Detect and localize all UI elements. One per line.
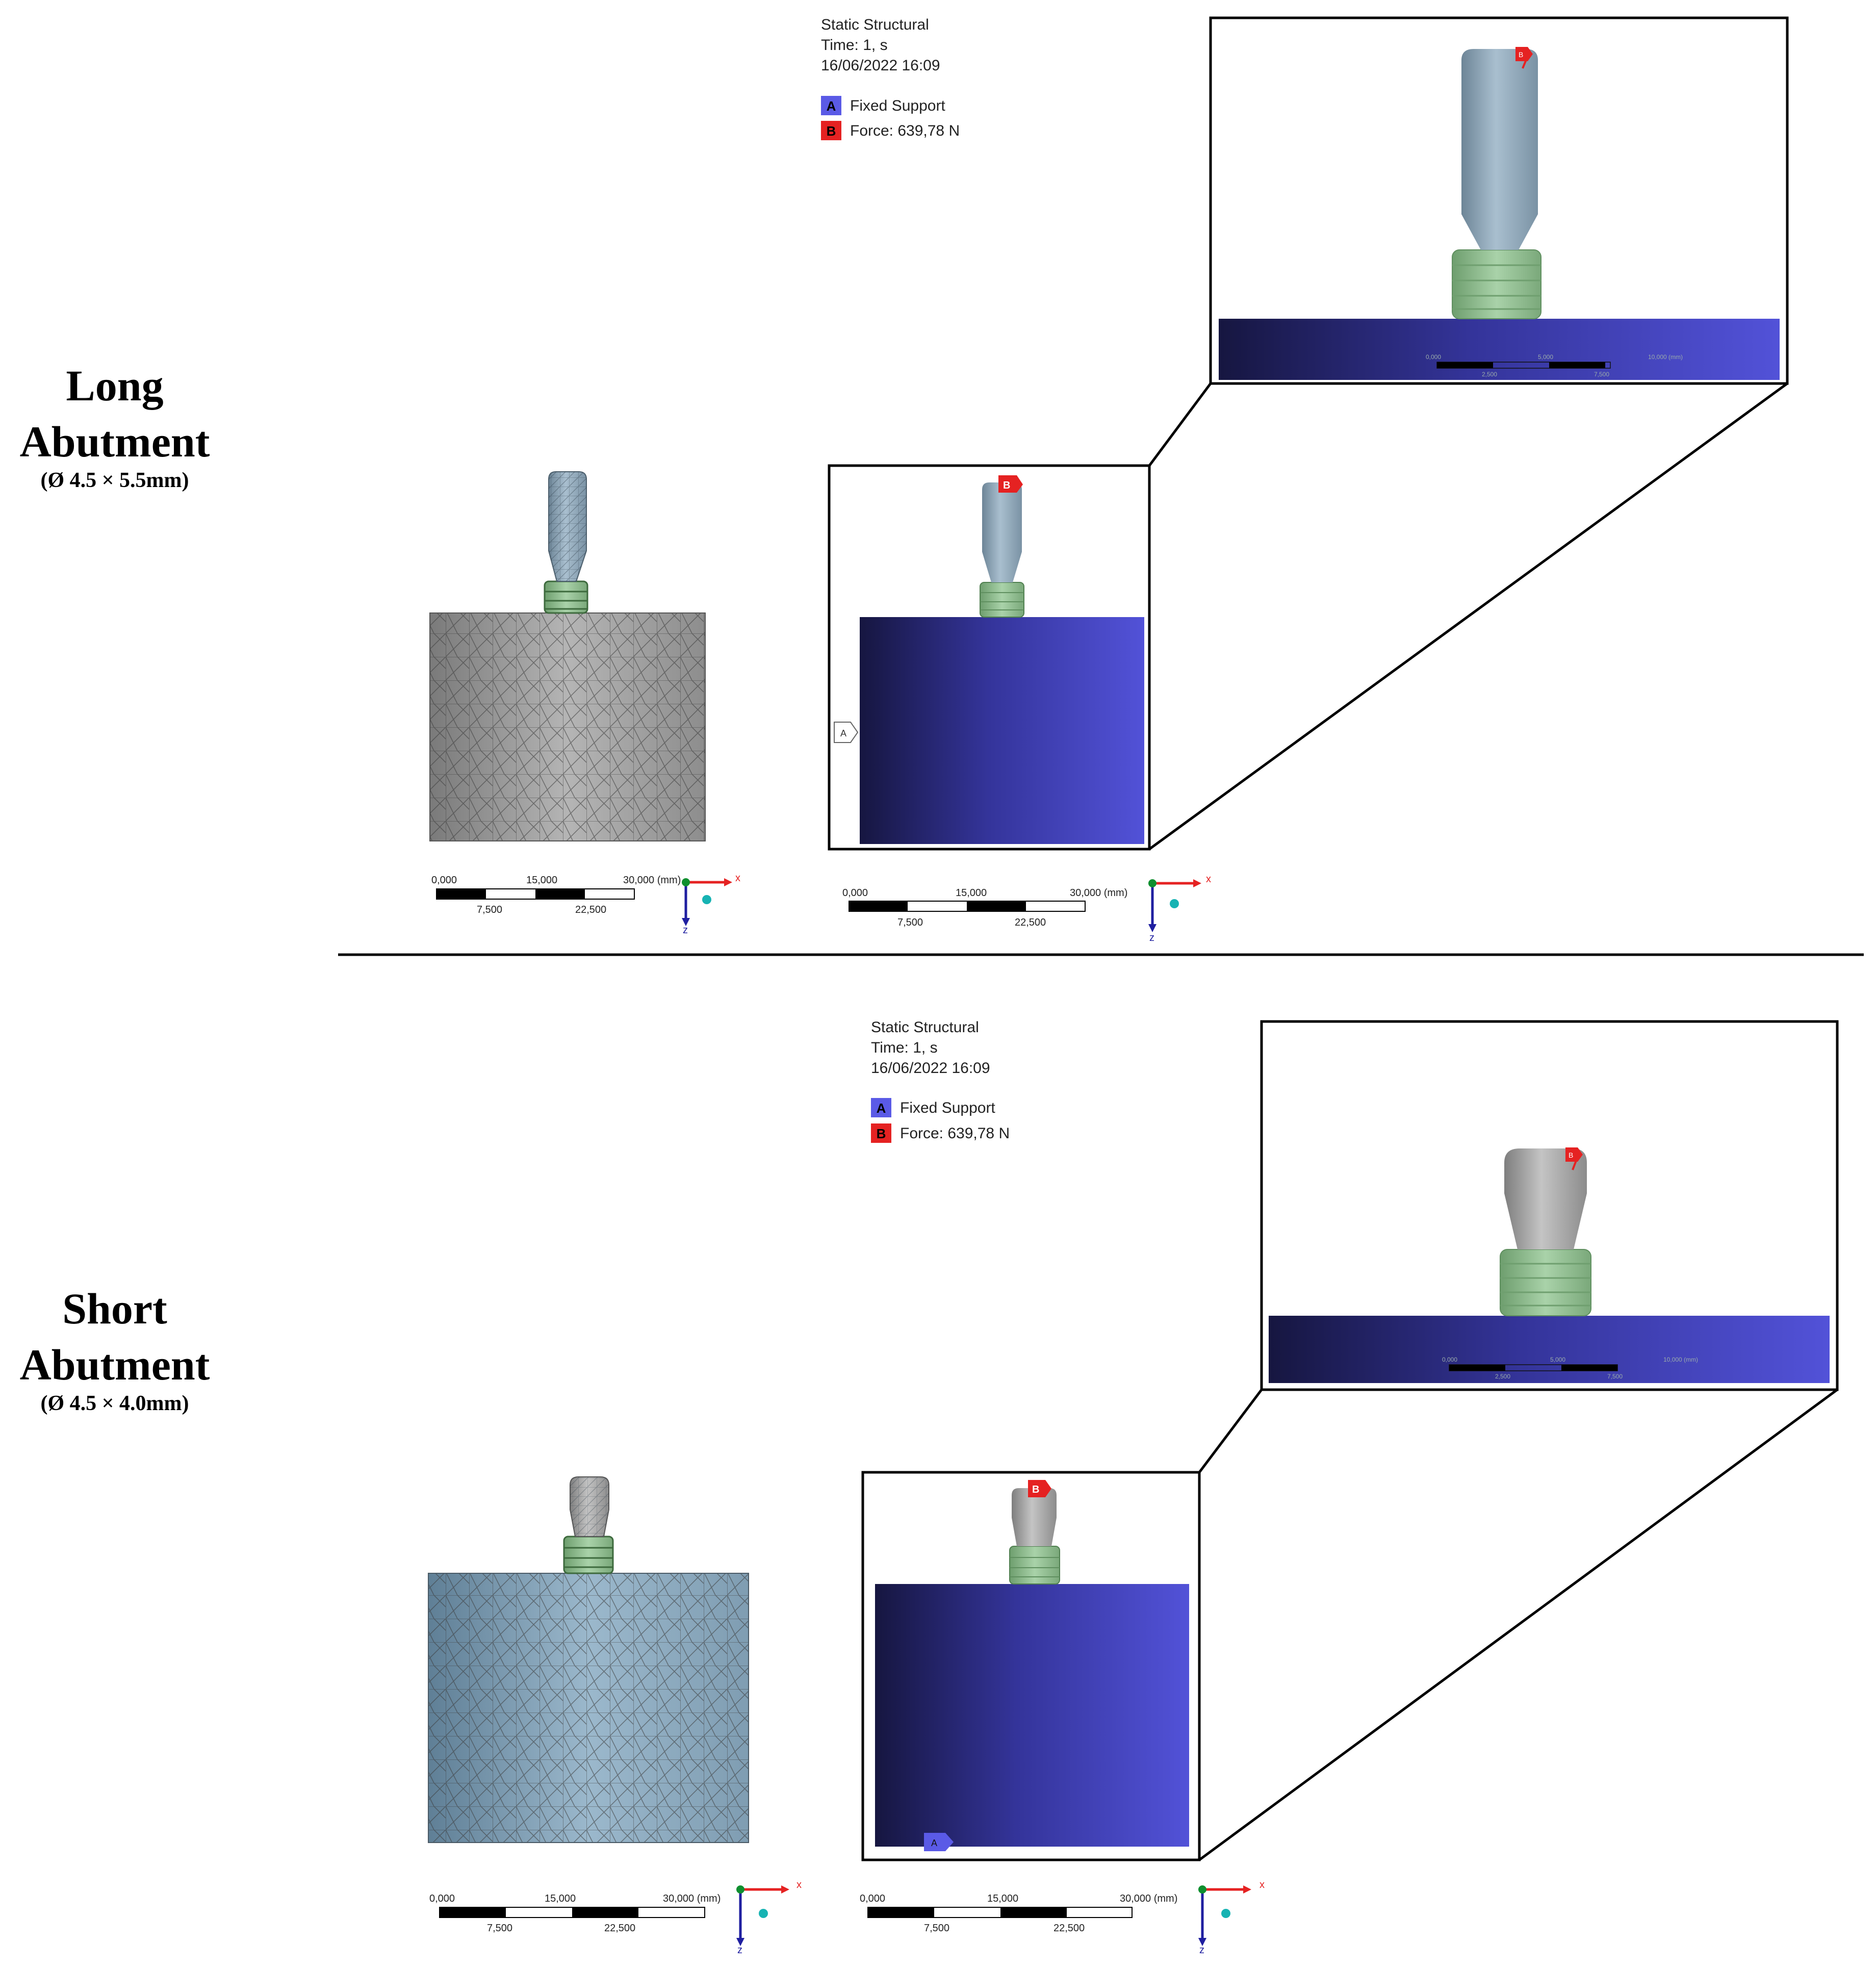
scale-zoom-t1: 5,000 (1538, 353, 1553, 361)
scale-bc-t4: 22,500 (1015, 917, 1046, 928)
zoom-force-marker-2 (1565, 1147, 1583, 1162)
scale-bc2-t0: 0,000 (860, 1893, 885, 1904)
scale-zoom-t2: 10,000 (mm) (1648, 353, 1683, 361)
axis-triad-mesh: x z (682, 873, 740, 936)
scale-bc2-t4: 22,500 (1053, 1923, 1085, 1934)
axis-label-z-bc: z (1149, 932, 1154, 943)
scale-zoom2-t0: 0,000 (1442, 1356, 1457, 1363)
axis-triad-bc: x z (1148, 874, 1211, 943)
axis-label-x: x (735, 873, 740, 884)
axis2-label-x: x (796, 1879, 802, 1890)
scale-bc2-t3: 7,500 (924, 1923, 949, 1934)
axis2-label-z: z (737, 1945, 742, 1956)
legend-swatch-b (821, 121, 841, 140)
scale-zoom2-t2: 10,000 (mm) (1663, 1356, 1698, 1363)
scale-zoom2-t3: 2,500 (1495, 1373, 1510, 1380)
scale-bc-t3: 7,500 (897, 917, 923, 928)
scale-bc-t0: 0,000 (842, 887, 868, 899)
scale-bc2-t2: 30,000 (mm) (1120, 1893, 1177, 1904)
legend-key-b: B (827, 123, 836, 139)
legend-key-a: A (827, 98, 836, 114)
support-marker (834, 722, 859, 743)
scale-zoom2-t4: 7,500 (1607, 1373, 1623, 1380)
mesh-model-2 (428, 1476, 749, 1843)
force-marker (998, 475, 1023, 493)
legend-label-b-2: Force: 639,78 N (900, 1125, 1010, 1142)
axis-triad-mesh-2: x z (736, 1879, 802, 1956)
legend-label-b: Force: 639,78 N (850, 122, 960, 139)
scale-bar-mesh: 0,000 15,000 30,000 (mm) 7,500 22,500 (431, 875, 681, 915)
row-long-abutment: Long Abutment (Ø 4.5 × 5.5mm) Static Str… (20, 16, 1789, 943)
bc-panel-2: B A (861, 1471, 1201, 1861)
analysis-date: 16/06/2022 16:09 (821, 57, 940, 74)
legend-swatch-b-2 (871, 1123, 891, 1143)
scale-mesh-t0: 0,000 (431, 875, 457, 886)
legend-label-a: Fixed Support (850, 97, 945, 114)
analysis-time: Time: 1, s (821, 37, 888, 54)
axis2-label-x-bc: x (1260, 1879, 1265, 1890)
scale-mesh-t3: 7,500 (477, 904, 502, 915)
scale-bar-bc: 0,000 15,000 30,000 (mm) 7,500 22,500 (842, 887, 1127, 928)
analysis-date-2: 16/06/2022 16:09 (871, 1060, 990, 1077)
axis-label-z: z (683, 925, 688, 936)
scale-mesh2-t1: 15,000 (545, 1893, 576, 1904)
row-dims: (Ø 4.5 × 5.5mm) (40, 469, 189, 492)
zoom-connector-2 (1198, 1388, 1838, 1861)
scale-zoom2-t1: 5,000 (1550, 1356, 1565, 1363)
zoom-force-tag: B (1519, 50, 1523, 59)
zoom-force-marker (1515, 47, 1533, 61)
scale-zoom-t0: 0,000 (1426, 353, 1441, 361)
scale-mesh-t2: 30,000 (mm) (623, 875, 681, 886)
support-tag-2: A (931, 1838, 937, 1848)
scale-mesh2-t3: 7,500 (487, 1923, 512, 1934)
force-marker-2 (1028, 1480, 1051, 1497)
scale-zoom-t4: 7,500 (1594, 371, 1609, 378)
legend-swatch-a (821, 96, 841, 115)
zoom-panel: B 0,000 5,000 10,000 (mm) 2,500 7,500 (1209, 16, 1789, 385)
scale-mesh2-t0: 0,000 (429, 1893, 455, 1904)
row-title-line2: Abutment (20, 417, 210, 466)
legend-key-b-2: B (877, 1126, 886, 1141)
axis2-label-z-bc: z (1199, 1945, 1204, 1956)
bc-panel: B A (828, 464, 1151, 851)
row-title-line1: Long (66, 361, 163, 410)
legend-swatch-a-2 (871, 1098, 891, 1117)
mesh-model (429, 471, 706, 841)
scale-bar-mesh-2: 0,000 15,000 30,000 (mm) 7,500 22,500 (429, 1893, 721, 1934)
support-tag: A (840, 728, 846, 738)
axis-triad-bc-2: x z (1198, 1879, 1265, 1956)
row2-title-line1: Short (62, 1284, 167, 1333)
analysis-time-2: Time: 1, s (871, 1039, 938, 1056)
legend-key-a-2: A (877, 1101, 886, 1116)
info-block: Static Structural Time: 1, s 16/06/2022 … (821, 16, 960, 140)
scale-bc2-t1: 15,000 (987, 1893, 1018, 1904)
zoom-force-tag-2: B (1569, 1151, 1573, 1159)
scale-mesh2-t2: 30,000 (mm) (663, 1893, 721, 1904)
info-block-2: Static Structural Time: 1, s 16/06/2022 … (871, 1019, 1010, 1143)
zoom-connector (1148, 382, 1788, 851)
scale-mesh-t4: 22,500 (575, 904, 606, 915)
row-short-abutment: Short Abutment (Ø 4.5 × 4.0mm) Static St… (20, 1019, 1839, 1956)
support-marker-2 (924, 1833, 954, 1851)
row2-title-line2: Abutment (20, 1340, 210, 1389)
legend-label-a-2: Fixed Support (900, 1100, 995, 1116)
scale-bc-t1: 15,000 (956, 887, 987, 899)
row2-dims: (Ø 4.5 × 4.0mm) (40, 1392, 189, 1415)
zoom-panel-2: B 0,000 5,000 10,000 (mm) 2,500 7,500 (1260, 1020, 1839, 1391)
scale-bc-t2: 30,000 (mm) (1070, 887, 1127, 899)
scale-mesh2-t4: 22,500 (604, 1923, 635, 1934)
scale-zoom-t3: 2,500 (1482, 371, 1497, 378)
force-tag-2: B (1032, 1484, 1039, 1495)
analysis-title-2: Static Structural (871, 1019, 979, 1036)
scale-bar-bc-2: 0,000 15,000 30,000 (mm) 7,500 22,500 (860, 1893, 1177, 1934)
analysis-title: Static Structural (821, 16, 929, 33)
force-tag: B (1003, 480, 1010, 491)
axis-label-x-bc: x (1206, 874, 1211, 885)
scale-mesh-t1: 15,000 (526, 875, 557, 886)
